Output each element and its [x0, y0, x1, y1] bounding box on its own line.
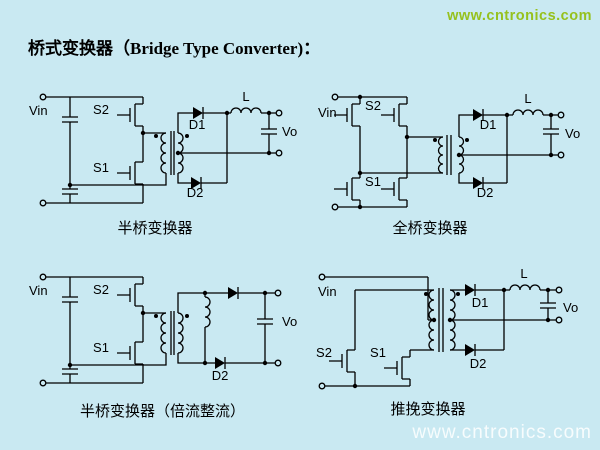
output-inductor [230, 107, 262, 114]
output-inductor [512, 109, 544, 116]
output-capacitor [261, 113, 277, 153]
s2-label: S2 [316, 345, 332, 360]
mosfet-bridge-bottom-left [333, 170, 361, 208]
title-colon: ： [303, 39, 321, 58]
junction-dots [357, 94, 554, 210]
d2-label: D2 [470, 356, 487, 371]
diode-d2 [215, 357, 226, 369]
s1-label: S1 [365, 174, 381, 189]
diode-d1 [473, 109, 484, 121]
output-inductor [509, 284, 541, 291]
vo-label: Vo [565, 126, 580, 141]
vo-label: Vo [563, 300, 578, 315]
mosfet-s1 [383, 349, 411, 387]
diode-d1 [193, 107, 204, 119]
terminals [331, 93, 565, 211]
d2-label: D2 [187, 185, 204, 200]
site-logo-link[interactable]: www.cntronics.com [447, 8, 592, 24]
push-pull-schematic: Vin S2 S1 D1 D2 L Vo [316, 266, 578, 390]
caption-half-bridge-current-doubler: 半桥变换器（倍流整流） [79, 403, 245, 420]
vin-label: Vin [318, 105, 337, 120]
d2-label: D2 [212, 368, 229, 383]
output-capacitor [540, 290, 556, 320]
mosfet-s2 [328, 342, 356, 380]
wires [43, 276, 278, 384]
mosfet-s2 [380, 96, 408, 134]
vin-label: Vin [29, 103, 48, 118]
diode-d1 [465, 284, 476, 296]
junction-dots [352, 287, 551, 389]
s2-label: S2 [93, 102, 109, 117]
transformer [154, 311, 189, 355]
junction-dots [67, 110, 272, 188]
d1-label: D1 [472, 295, 489, 310]
mosfet-s2 [116, 96, 144, 134]
s2-label: S2 [93, 282, 109, 297]
output-capacitor [543, 115, 559, 155]
s1-label: S1 [93, 340, 109, 355]
vin-label: Vin [318, 284, 337, 299]
watermark: www.cntronics.com [412, 422, 592, 443]
vo-label: Vo [282, 124, 297, 139]
mosfet-bridge-top-left [333, 96, 361, 134]
divider-capacitors [62, 296, 78, 375]
caption-full-bridge: 全桥变换器 [392, 220, 468, 237]
diode-d2 [473, 177, 484, 189]
caption-push-pull: 推挽变换器 [390, 401, 466, 418]
caption-half-bridge: 半桥变换器 [117, 220, 193, 237]
vo-label: Vo [282, 314, 297, 329]
doubler-inductor [204, 296, 211, 328]
d1-label: D1 [189, 117, 206, 132]
l-label: L [524, 91, 531, 106]
wires [335, 96, 561, 208]
wires [43, 96, 279, 204]
d2-label: D2 [477, 185, 494, 200]
full-bridge-schematic: Vin S2 S1 D1 D2 L Vo [318, 91, 580, 211]
diode-d2 [465, 344, 476, 356]
terminals [39, 273, 282, 387]
d1-label: D1 [480, 117, 497, 132]
s1-label: S1 [370, 345, 386, 360]
s1-label: S1 [93, 160, 109, 175]
l-label: L [520, 266, 527, 281]
diode-top [228, 287, 239, 299]
wires [322, 276, 559, 387]
page-title: 桥式变换器（Bridge Type Converter)： [28, 34, 320, 59]
mosfet-s1 [380, 170, 408, 208]
mosfet-s2 [116, 276, 144, 314]
half-bridge-schematic: Vin S2 S1 D1 D2 L Vo [29, 89, 297, 207]
diode-d2 [191, 177, 202, 189]
l-label: L [242, 89, 249, 104]
title-zh: 桥式变换器（ [28, 39, 130, 58]
terminals [318, 273, 563, 390]
junction-dots [67, 290, 268, 368]
s2-label: S2 [365, 98, 381, 113]
vin-label: Vin [29, 283, 48, 298]
terminals [39, 93, 283, 207]
output-capacitor [257, 293, 273, 363]
title-en: Bridge Type Converter) [130, 39, 304, 58]
half-bridge-current-doubler-schematic: Vin S2 S1 D2 Vo [29, 273, 297, 387]
divider-capacitors [62, 116, 78, 195]
